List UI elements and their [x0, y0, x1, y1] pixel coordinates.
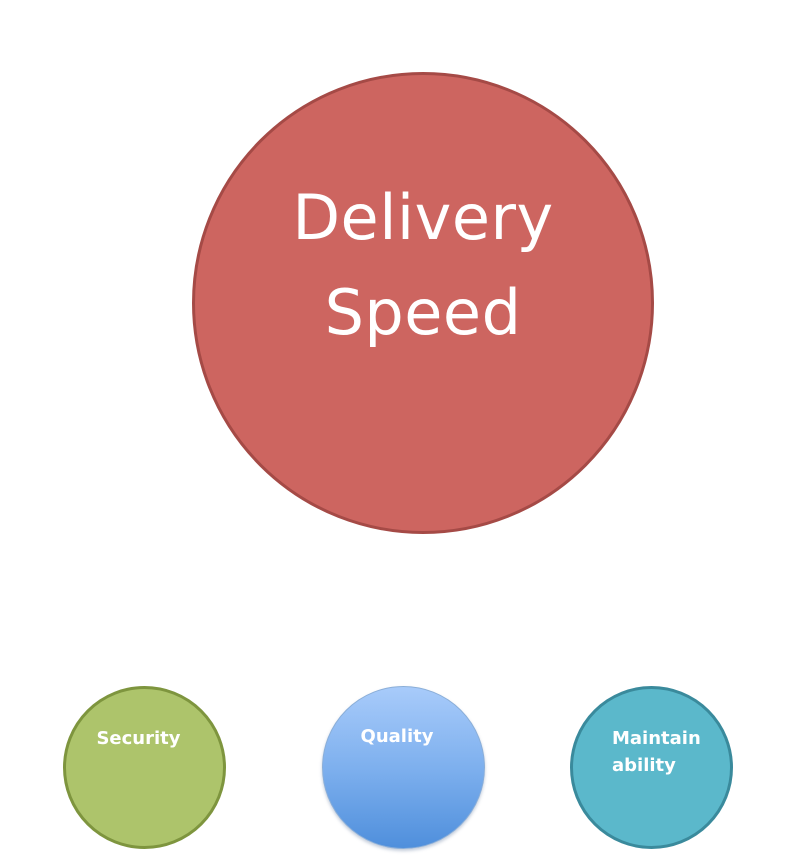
quality-label-line-1: Quality: [360, 726, 434, 747]
delivery-speed-label: Delivery Speed: [195, 170, 651, 360]
maintainability-label-line-2: ability: [612, 755, 676, 776]
maintainability-label-line-1: Maintain: [612, 728, 701, 749]
quality-circle: Quality: [322, 686, 485, 849]
delivery-speed-circle: Delivery Speed: [192, 72, 654, 534]
maintainability-circle: Maintain ability: [570, 686, 733, 849]
quality-label: Quality: [323, 723, 484, 750]
maintainability-label: Maintain ability: [612, 725, 701, 779]
delivery-speed-line-2: Speed: [324, 276, 522, 349]
security-label-line-1: Security: [96, 728, 181, 749]
delivery-speed-line-1: Delivery: [292, 181, 554, 254]
security-label: Security: [66, 725, 223, 752]
security-circle: Security: [63, 686, 226, 849]
